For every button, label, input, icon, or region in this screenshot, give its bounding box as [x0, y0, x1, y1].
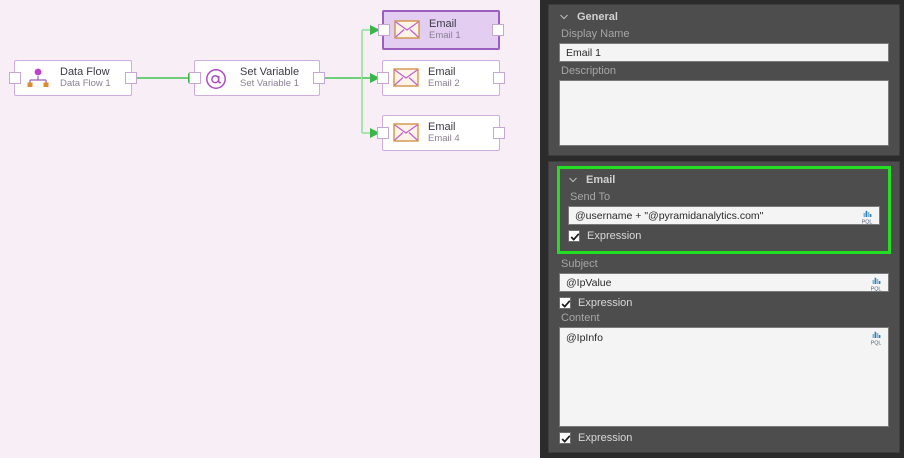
display-name-input[interactable]: Email 1	[559, 43, 889, 62]
node-title: Email	[428, 65, 456, 78]
section-title: General	[577, 11, 618, 23]
node-subtitle: Email 1	[429, 30, 461, 42]
envelope-icon	[393, 68, 419, 88]
node-label-group: Email Email 1	[429, 18, 461, 43]
node-email-2[interactable]: Email Email 2	[377, 60, 505, 96]
node-input-port[interactable]	[377, 127, 389, 139]
node-set-variable[interactable]: Set Variable Set Variable 1	[189, 60, 325, 96]
content-input[interactable]: @IpInfo PQL	[559, 327, 889, 427]
node-label-group: Data Flow Data Flow 1	[60, 66, 111, 91]
node-email-4[interactable]: Email Email 4	[377, 115, 505, 151]
section-email-header[interactable]: Email	[568, 174, 880, 186]
display-name-value: Email 1	[566, 46, 602, 59]
properties-panel: General Display Name Email 1 Description…	[540, 0, 904, 458]
subject-expression-checkbox[interactable]	[559, 297, 571, 309]
node-label-group: Email Email 4	[428, 121, 460, 146]
envelope-icon	[393, 123, 419, 143]
subject-label: Subject	[561, 258, 598, 270]
send-to-expression-label: Expression	[587, 230, 642, 242]
node-title: Data Flow	[60, 65, 110, 78]
send-to-value: @username + "@pyramidanalytics.com"	[575, 209, 764, 222]
svg-text:PQL: PQL	[871, 286, 882, 292]
check-icon	[561, 435, 571, 443]
content-label: Content	[561, 312, 600, 324]
node-subtitle: Email 2	[428, 78, 460, 90]
svg-text:PQL: PQL	[862, 219, 873, 225]
subject-value: @IpValue	[566, 276, 612, 289]
section-email: Email Send To @username + "@pyramidanaly…	[548, 161, 900, 453]
pql-icon[interactable]: PQL	[859, 209, 875, 225]
display-name-label: Display Name	[561, 28, 630, 40]
send-to-expression-checkbox[interactable]	[568, 230, 580, 242]
chevron-down-icon	[560, 14, 568, 20]
send-to-label: Send To	[570, 191, 611, 203]
node-label-group: Email Email 2	[428, 66, 460, 91]
svg-text:PQL: PQL	[871, 340, 882, 346]
content-value: @IpInfo	[566, 332, 603, 344]
data-flow-icon	[25, 68, 51, 88]
flow-canvas[interactable]: Data Flow Data Flow 1 Set Variable Set V…	[0, 0, 540, 458]
node-input-port[interactable]	[9, 72, 21, 84]
node-subtitle: Email 4	[428, 133, 460, 145]
subject-input[interactable]: @IpValue PQL	[559, 273, 889, 292]
node-input-port[interactable]	[377, 72, 389, 84]
node-subtitle: Set Variable 1	[240, 78, 299, 90]
section-general-header[interactable]: General	[559, 11, 889, 23]
content-expression-checkbox[interactable]	[559, 432, 571, 444]
check-icon	[570, 233, 580, 241]
email-send-to-highlight-group: Email Send To @username + "@pyramidanaly…	[557, 166, 891, 254]
node-output-port[interactable]	[493, 127, 505, 139]
node-email-1[interactable]: Email Email 1	[378, 10, 504, 50]
subject-expression-row[interactable]: Expression	[559, 297, 889, 309]
section-general: General Display Name Email 1 Description	[548, 4, 900, 156]
node-subtitle: Data Flow 1	[60, 78, 111, 90]
node-output-port[interactable]	[313, 72, 325, 84]
node-label-group: Set Variable Set Variable 1	[240, 66, 299, 91]
node-title: Set Variable	[240, 65, 300, 78]
node-output-port[interactable]	[493, 72, 505, 84]
node-output-port[interactable]	[492, 24, 504, 36]
node-input-port[interactable]	[378, 24, 390, 36]
node-output-port[interactable]	[125, 72, 137, 84]
chevron-down-icon	[569, 177, 577, 183]
check-icon	[561, 300, 571, 308]
node-title: Email	[429, 17, 457, 30]
content-expression-row[interactable]: Expression	[559, 432, 889, 444]
description-label: Description	[561, 65, 617, 77]
node-input-port[interactable]	[189, 72, 201, 84]
envelope-icon	[394, 20, 420, 40]
content-expression-label: Expression	[578, 432, 633, 444]
section-title: Email	[586, 174, 616, 186]
description-input[interactable]	[559, 80, 889, 146]
send-to-input[interactable]: @username + "@pyramidanalytics.com" PQL	[568, 206, 880, 225]
pql-icon[interactable]: PQL	[868, 330, 884, 346]
at-sign-icon	[205, 68, 231, 89]
send-to-expression-row[interactable]: Expression	[568, 230, 880, 242]
pql-icon[interactable]: PQL	[868, 276, 884, 292]
node-data-flow[interactable]: Data Flow Data Flow 1	[9, 60, 137, 96]
subject-expression-label: Expression	[578, 297, 633, 309]
node-title: Email	[428, 120, 456, 133]
